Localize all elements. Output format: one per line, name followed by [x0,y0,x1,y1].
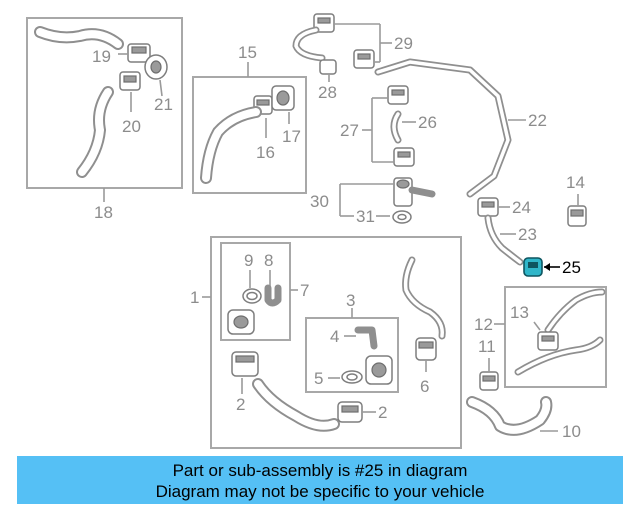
callout-30: 30 [310,192,329,211]
callout-14: 14 [566,173,585,192]
callout-2-a: 2 [236,395,245,414]
callout-6: 6 [420,377,429,396]
clip-4 [354,326,378,350]
info-banner: Part or sub-assembly is #25 in diagram D… [17,456,623,504]
callout-11: 11 [478,337,496,356]
callout-21: 21 [154,95,173,114]
callout-1: 1 [190,288,199,307]
valve-6 [415,337,437,361]
connector-17 [271,85,295,111]
callout-17: 17 [282,127,301,146]
callout-25: 25 [562,258,581,277]
valve-14 [567,205,587,227]
group-box-7 [220,242,291,341]
banner-line-2: Diagram may not be specific to your vehi… [155,482,485,501]
callout-22: 22 [528,111,547,130]
callout-4: 4 [330,327,339,346]
clamp-11 [479,371,499,391]
group-box-15 [192,76,307,194]
banner-line-1: Part or sub-assembly is #25 in diagram [172,461,468,480]
clamp-27-bottom [393,147,415,167]
callout-28: 28 [318,83,337,102]
clip-8 [264,284,282,307]
callout-3: 3 [346,291,355,310]
callout-26: 26 [418,113,437,132]
callout-27: 27 [340,121,359,140]
connector-9 [227,309,255,335]
callout-9: 9 [244,251,253,270]
group-box-1 [210,236,462,449]
clamp-2-lower [337,401,363,423]
callout-5: 5 [314,369,323,388]
callout-13: 13 [510,303,529,322]
callout-10: 10 [562,422,581,441]
callout-16: 16 [256,143,275,162]
clamp-29-top [313,13,335,33]
highlighted-part-25[interactable] [523,257,543,277]
hose-clamp-19 [127,43,151,63]
clamp-20 [119,71,141,91]
clamp-27-top [387,85,409,105]
callout-8: 8 [264,251,273,270]
clamp-29-lower [353,49,375,69]
callout-7: 7 [300,281,309,300]
callout-15: 15 [238,43,257,62]
clamp-13 [537,331,559,351]
callout-29: 29 [394,34,413,53]
connector-21 [144,54,168,80]
callout-31: 31 [356,207,375,226]
callout-19: 19 [92,47,111,66]
callout-23: 23 [518,225,537,244]
clamp-24 [477,197,499,217]
callout-24: 24 [512,198,531,217]
clamp-28 [319,59,337,75]
group-box-12 [504,286,607,388]
clamp-2-upper [231,351,259,377]
callout-20: 20 [122,117,141,136]
callout-12: 12 [474,315,493,334]
callout-18: 18 [94,203,113,222]
housing-3 [365,355,393,385]
parts-diagram: 19 20 21 18 15 16 17 29 28 22 [26,13,607,449]
callout-2-b: 2 [378,403,387,422]
